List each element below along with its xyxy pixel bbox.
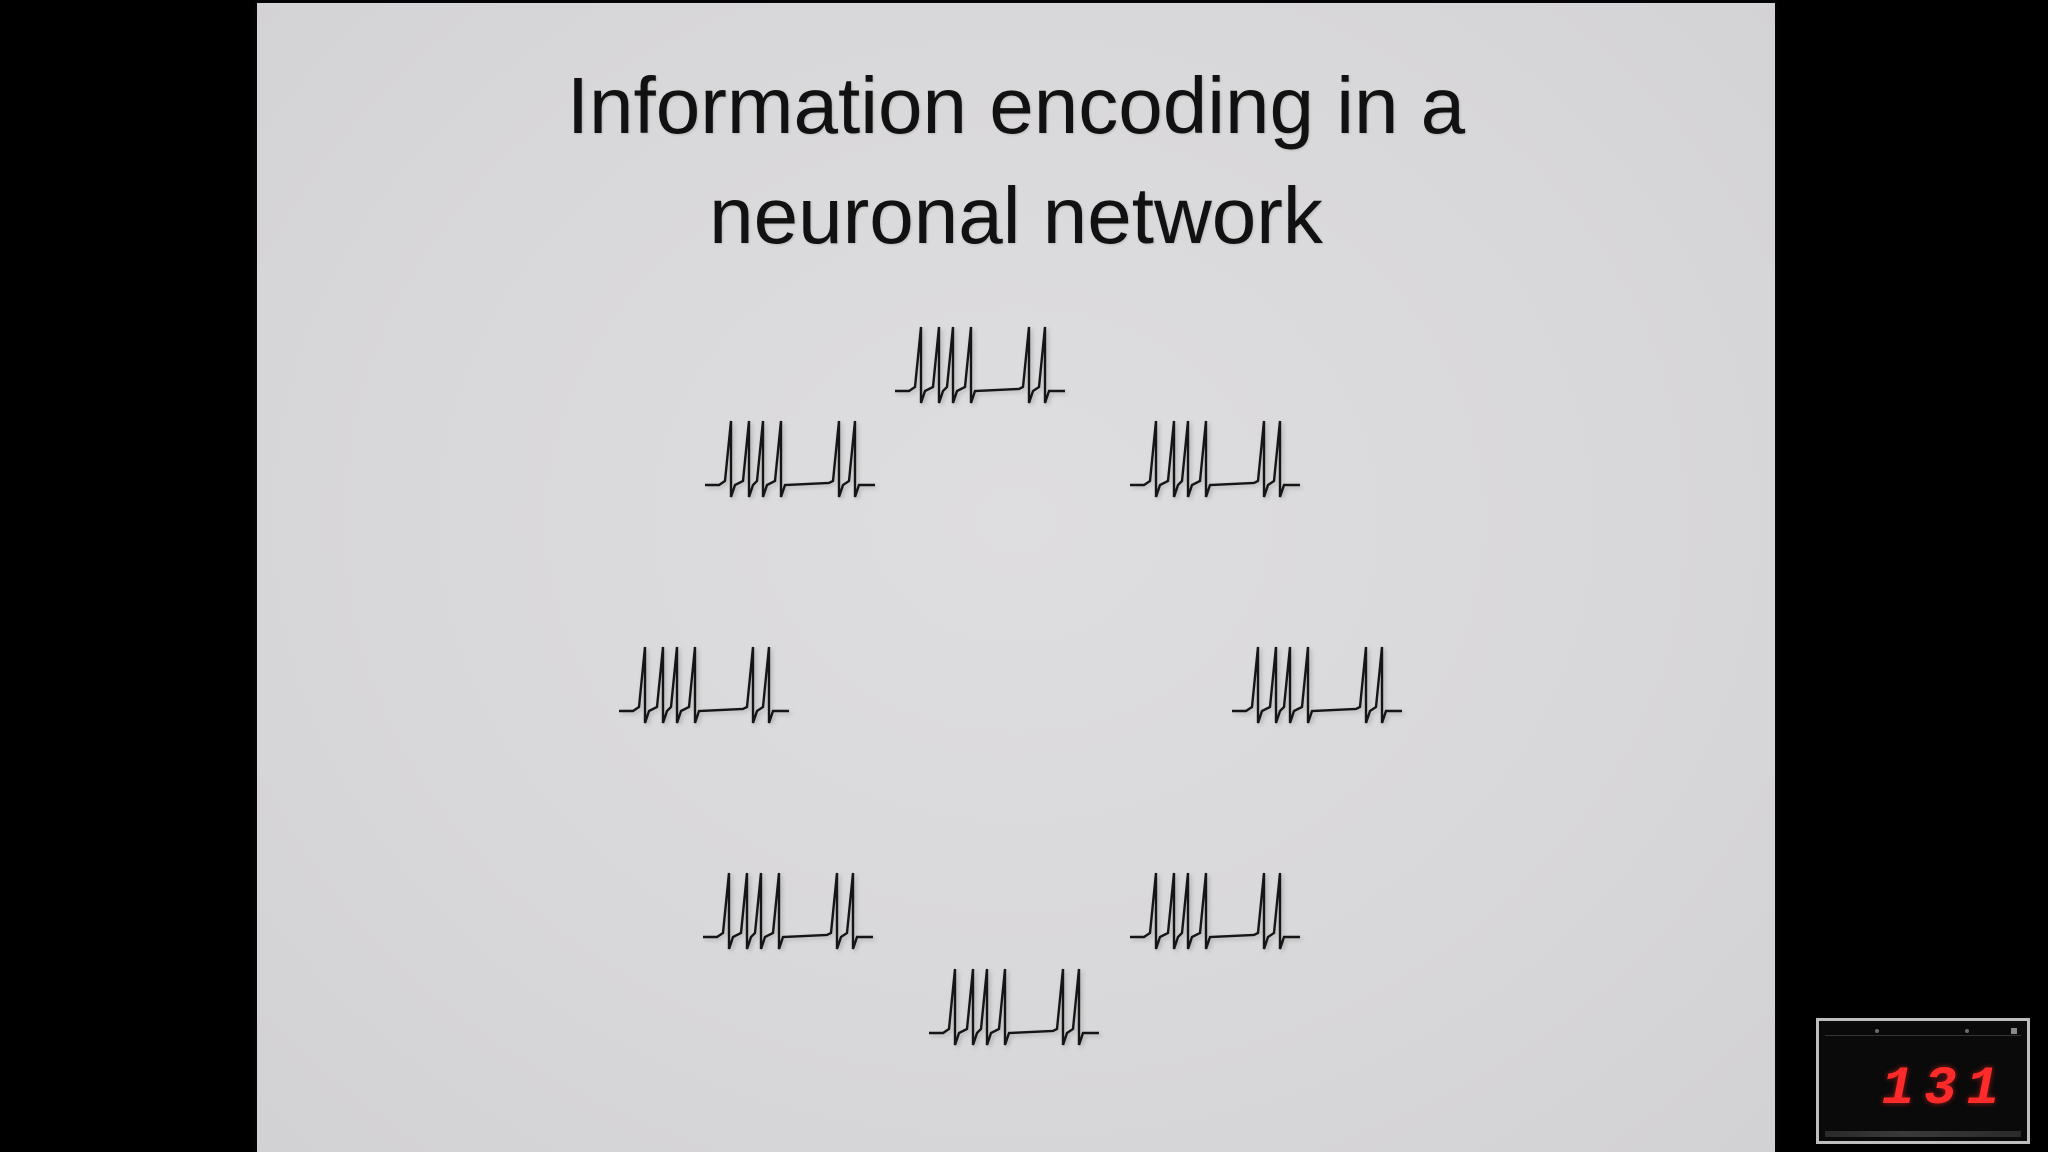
spike-train-icon	[705, 420, 875, 498]
overlay-title-bar	[1825, 1027, 2021, 1036]
spike-train-icon	[1130, 872, 1300, 950]
spike-train-icon	[619, 646, 789, 724]
spike-train-icon	[1130, 420, 1300, 498]
spike-train-icon	[929, 968, 1099, 1046]
overlay-taskbar	[1825, 1131, 2021, 1137]
slide-title-line-1: Information encoding in a	[566, 61, 1466, 150]
close-icon	[2011, 1028, 2017, 1034]
spike-train-icon	[895, 326, 1065, 404]
spike-train-icon	[1232, 646, 1402, 724]
slide-title-line-2: neuronal network	[709, 171, 1323, 260]
slide-counter: 131	[1881, 1059, 2009, 1120]
presenter-timer-overlay: 131	[1816, 1018, 2030, 1144]
spike-train-icon	[703, 872, 873, 950]
slide-title: Information encoding in a neuronal netwo…	[257, 51, 1775, 271]
presentation-slide: Information encoding in a neuronal netwo…	[257, 3, 1775, 1152]
